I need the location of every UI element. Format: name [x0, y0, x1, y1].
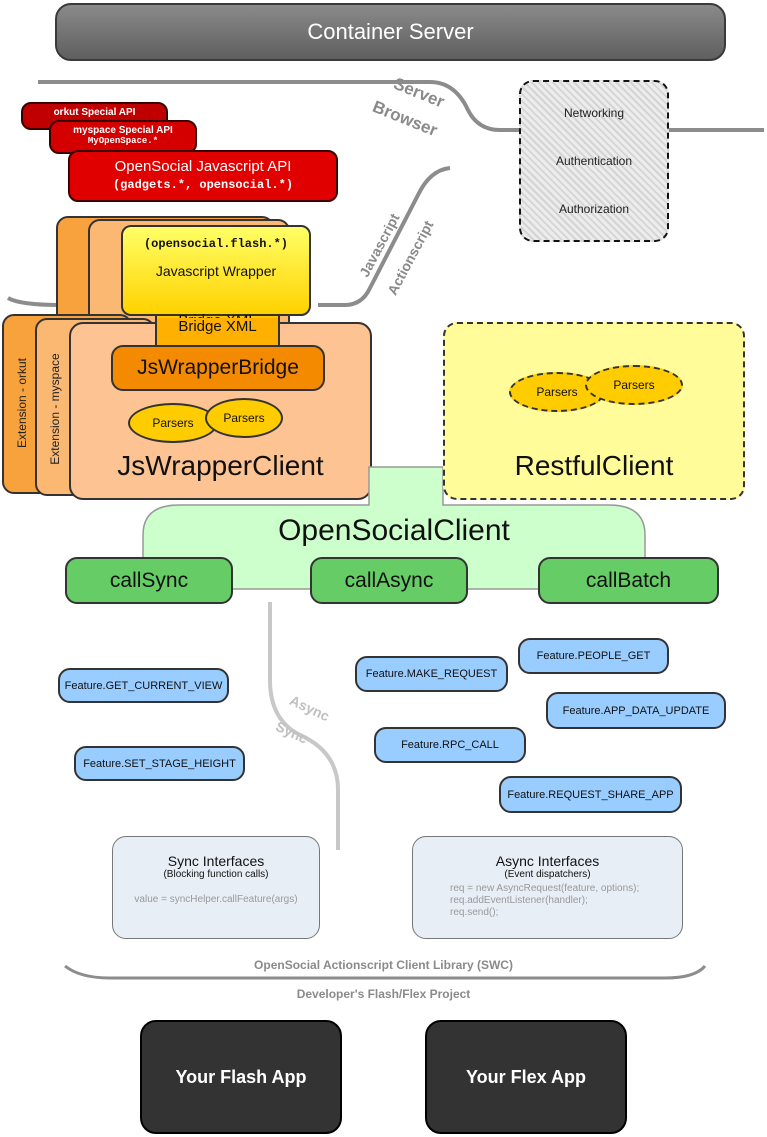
opensocial-api-namespace: (gadgets.*, opensocial.*): [112, 178, 294, 192]
library-label: OpenSocial Actionscript Client Library (…: [254, 958, 513, 972]
parsers-label: Parsers: [152, 416, 194, 430]
orkut-api-label: orkut Special API: [53, 107, 136, 118]
myspace-api-label: myspace Special API: [73, 125, 173, 136]
javascript-wrapper: (opensocial.flash.*) Javascript Wrapper: [121, 225, 311, 316]
feature-app-data-update[interactable]: Feature.APP_DATA_UPDATE: [546, 692, 726, 729]
parsers-label: Parsers: [536, 385, 578, 399]
myspace-special-api: myspace Special API MyOpenSpace.*: [49, 120, 197, 154]
sync-interfaces-code: value = syncHelper.callFeature(args): [134, 894, 298, 905]
call-sync-button[interactable]: callSync: [65, 557, 233, 604]
parsers-label: Parsers: [613, 378, 655, 392]
flash-app-box: Your Flash App: [140, 1020, 342, 1134]
feature-label: Feature.MAKE_REQUEST: [365, 668, 498, 680]
feature-label: Feature.GET_CURRENT_VIEW: [64, 679, 223, 692]
opensocial-client-label: OpenSocialClient: [278, 514, 510, 547]
jswrapper-client-label: JsWrapperClient: [117, 450, 324, 481]
jswrapper-bridge-label: JsWrapperBridge: [137, 356, 299, 379]
feature-label: Feature.REQUEST_SHARE_APP: [507, 788, 674, 801]
async-interfaces-box: Async Interfaces (Event dispatchers) req…: [412, 836, 683, 939]
feature-make-request[interactable]: Feature.MAKE_REQUEST: [355, 656, 508, 692]
async-interfaces-title: Async Interfaces: [495, 853, 600, 869]
jswrapper-bridge: JsWrapperBridge: [111, 345, 325, 391]
feature-label: Feature.PEOPLE_GET: [536, 650, 651, 662]
parsers-label: Parsers: [223, 411, 265, 425]
call-batch-button[interactable]: callBatch: [538, 557, 719, 604]
flex-app-box: Your Flex App: [425, 1020, 627, 1134]
async-code-line: req.send();: [450, 907, 499, 918]
feature-label: Feature.RPC_CALL: [401, 739, 499, 751]
container-server-label: Container Server: [307, 19, 474, 44]
extension-myspace-label: Extension - myspace: [48, 353, 62, 465]
sync-interfaces-title: Sync Interfaces: [167, 853, 265, 869]
container-server: Container Server: [55, 3, 726, 61]
authentication-label: Authentication: [555, 154, 633, 168]
restful-client: RestfulClient: [443, 322, 745, 500]
restful-parsers-1: Parsers: [509, 372, 605, 412]
call-batch-label: callBatch: [585, 568, 672, 592]
call-async-button[interactable]: callAsync: [310, 557, 468, 604]
bridge-xml-text: Bridge XML: [178, 318, 257, 335]
feature-people-get[interactable]: Feature.PEOPLE_GET: [518, 638, 669, 674]
myspace-api-namespace: MyOpenSpace.*: [87, 136, 159, 146]
authorization-label: Authorization: [558, 202, 630, 216]
sync-interfaces-box: Sync Interfaces (Blocking function calls…: [112, 836, 320, 939]
server-services-box: Networking Authentication Authorization: [519, 80, 669, 242]
async-interfaces-subtitle: (Event dispatchers): [504, 869, 591, 880]
jswrapper-parsers-2: Parsers: [205, 398, 283, 438]
flex-app-label: Your Flex App: [465, 1066, 586, 1087]
opensocial-api-label: OpenSocial Javascript API: [114, 158, 292, 175]
call-sync-label: callSync: [109, 568, 189, 592]
project-label: Developer's Flash/Flex Project: [296, 987, 471, 1001]
async-code-line: req.addEventListener(handler);: [450, 895, 588, 906]
async-interfaces-code: req = new AsyncRequest(feature, options)…: [413, 883, 682, 919]
async-code-line: req = new AsyncRequest(feature, options)…: [450, 883, 640, 894]
opensocial-javascript-api: OpenSocial Javascript API (gadgets.*, op…: [68, 150, 338, 202]
javascript-wrapper-label: Javascript Wrapper: [155, 263, 277, 279]
networking-label: Networking: [563, 106, 625, 120]
sync-interfaces-subtitle: (Blocking function calls): [163, 869, 269, 880]
restful-client-label: RestfulClient: [514, 450, 674, 481]
feature-get-current-view[interactable]: Feature.GET_CURRENT_VIEW: [58, 668, 229, 703]
wrapper-namespace: (opensocial.flash.*): [143, 237, 289, 251]
feature-label: Feature.APP_DATA_UPDATE: [562, 704, 710, 717]
jswrapper-parsers-1: Parsers: [128, 403, 218, 443]
feature-set-stage-height[interactable]: Feature.SET_STAGE_HEIGHT: [74, 746, 245, 781]
call-async-label: callAsync: [344, 568, 434, 592]
extension-orkut-label: Extension - orkut: [15, 357, 29, 449]
feature-rpc-call[interactable]: Feature.RPC_CALL: [374, 727, 526, 763]
feature-label: Feature.SET_STAGE_HEIGHT: [83, 757, 236, 770]
feature-request-share-app[interactable]: Feature.REQUEST_SHARE_APP: [499, 776, 682, 813]
flash-app-label: Your Flash App: [175, 1066, 307, 1087]
bridge-xml-neck-lower: [155, 318, 280, 346]
restful-parsers-2: Parsers: [585, 365, 683, 405]
